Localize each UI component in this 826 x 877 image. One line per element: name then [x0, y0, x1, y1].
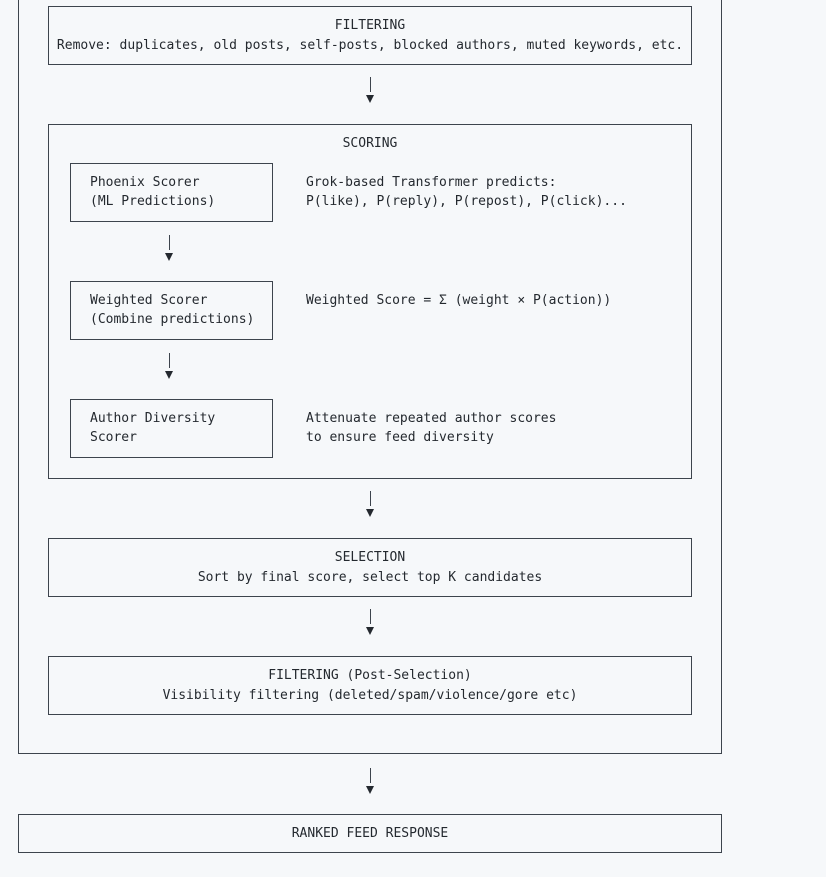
weighted-scorer-sublabel: (Combine predictions) [90, 312, 255, 327]
arrow-down-icon [364, 491, 376, 517]
post-selection-filtering-stage: FILTERING (Post-Selection) Visibility fi… [48, 656, 692, 715]
phoenix-scorer-label: Phoenix Scorer [90, 175, 200, 190]
arrow-down-icon [364, 768, 376, 794]
phoenix-note-line1: Grok-based Transformer predicts: [306, 175, 557, 190]
selection-title: SELECTION [334, 550, 406, 565]
selection-stage: SELECTION Sort by final score, select to… [48, 538, 692, 597]
weighted-scorer-box: Weighted Scorer (Combine predictions) [70, 281, 273, 340]
phoenix-scorer-sublabel: (ML Predictions) [90, 194, 216, 209]
weighted-scorer-label: Weighted Scorer [90, 293, 208, 308]
phoenix-scorer-box: Phoenix Scorer (ML Predictions) [70, 163, 273, 222]
scoring-stage: SCORING Phoenix Scorer (ML Predictions) … [48, 124, 692, 479]
selection-description: Sort by final score, select top K candid… [197, 570, 543, 585]
diversity-note-line2: to ensure feed diversity [306, 430, 494, 445]
phoenix-note-line2: P(like), P(reply), P(repost), P(click)..… [306, 194, 627, 209]
post-filtering-title: FILTERING (Post-Selection) [268, 668, 472, 683]
author-diversity-label: Author Diversity [90, 411, 216, 426]
ranked-feed-response: RANKED FEED RESPONSE [18, 814, 722, 853]
post-filtering-description: Visibility filtering (deleted/spam/viole… [162, 688, 578, 703]
filtering-stage: FILTERING Remove: duplicates, old posts,… [48, 6, 692, 65]
arrow-down-icon [163, 235, 175, 261]
author-diversity-sublabel: Scorer [90, 430, 137, 445]
arrow-down-icon [364, 77, 376, 103]
author-diversity-scorer-box: Author Diversity Scorer [70, 399, 273, 458]
scoring-title: SCORING [342, 136, 398, 151]
pipeline-container [18, 0, 722, 754]
filtering-title: FILTERING [334, 18, 406, 33]
weighted-note-line1: Weighted Score = Σ (weight × P(action)) [306, 293, 612, 308]
diversity-note-line1: Attenuate repeated author scores [306, 411, 557, 426]
response-title: RANKED FEED RESPONSE [291, 826, 449, 841]
arrow-down-icon [163, 353, 175, 379]
arrow-down-icon [364, 609, 376, 635]
filtering-description: Remove: duplicates, old posts, self-post… [56, 38, 684, 53]
